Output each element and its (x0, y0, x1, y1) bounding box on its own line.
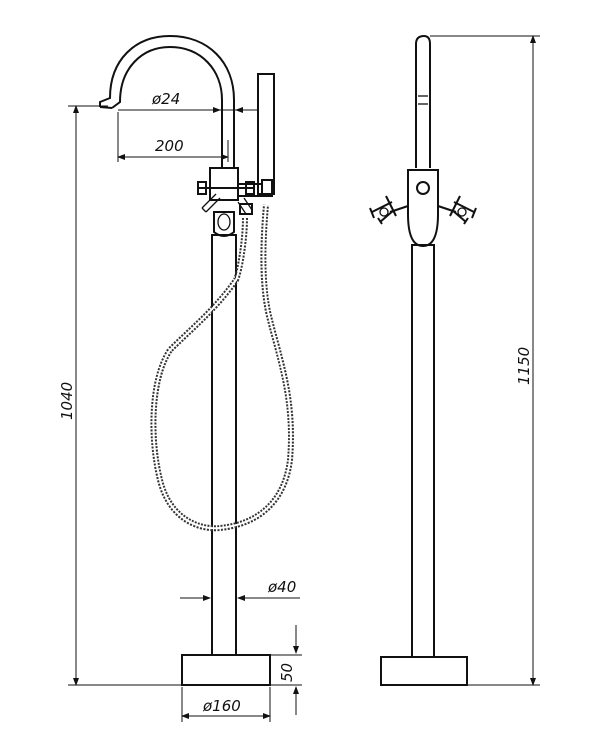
dim-base-diameter: ø160 (202, 697, 241, 715)
dim-spout-reach: 200 (155, 137, 184, 155)
side-valve-body (407, 169, 439, 248)
side-view (369, 34, 477, 686)
side-handle-left (369, 195, 409, 225)
side-dimensions: 1150 (430, 35, 540, 686)
valve-handle-left (201, 193, 221, 213)
dim-column-diameter: ø40 (267, 578, 296, 596)
dim-base-height: 50 (278, 663, 296, 682)
front-view (99, 34, 294, 686)
dim-total-height-right: 1150 (515, 347, 533, 385)
side-handle-right (437, 195, 477, 225)
hand-shower (257, 73, 275, 195)
front-dimensions: ø24 200 1040 ø40 50 ø160 (58, 90, 302, 722)
side-base (380, 656, 468, 686)
side-spout (415, 34, 431, 168)
side-column (411, 244, 435, 658)
dim-spout-diameter: ø24 (151, 90, 180, 108)
dim-total-height-left: 1040 (58, 382, 76, 420)
spout-arc-inner (111, 45, 223, 168)
front-base (181, 654, 271, 686)
shower-hose (150, 204, 294, 532)
diverter-body (213, 211, 235, 237)
front-column (211, 234, 237, 656)
spout-arc (99, 34, 235, 168)
